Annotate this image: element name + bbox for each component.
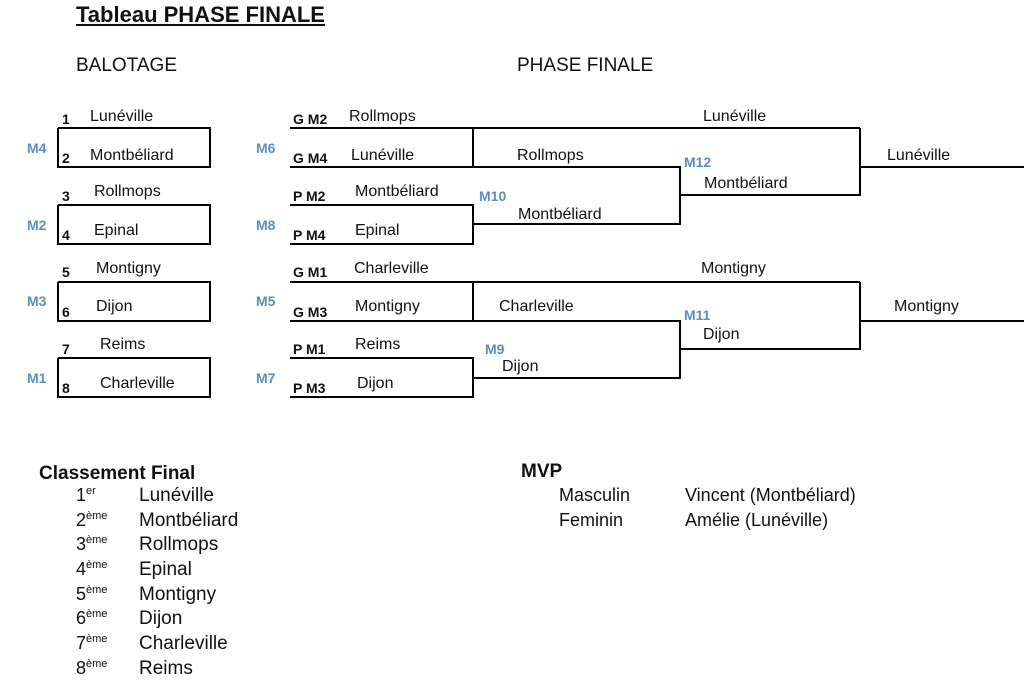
seed: 1: [62, 111, 70, 127]
team-name: Dijon: [703, 326, 740, 343]
bracket-m12: [680, 128, 861, 196]
team-name: Lunéville: [90, 108, 154, 125]
team-name: Rollmops: [349, 108, 416, 125]
list-item: 8ème Reims: [76, 658, 276, 683]
seed: 7: [62, 341, 70, 357]
bracket-m4: [57, 127, 211, 168]
team-name: Dijon: [96, 298, 133, 315]
team-name: Reims: [100, 336, 146, 353]
bracket-m3: [57, 281, 211, 322]
mvp-title: MVP: [521, 461, 563, 482]
team-name: Epinal: [94, 222, 139, 239]
bracket-m6: [290, 127, 474, 168]
seed: 2: [62, 150, 70, 166]
team-name: Lunéville: [887, 147, 951, 164]
match-label-m1: M1: [27, 370, 47, 386]
classement-title: Classement Final: [39, 463, 196, 484]
mvp-category: Feminin: [559, 510, 624, 530]
rank-team: Montigny: [139, 583, 217, 605]
team-name: Montigny: [355, 298, 420, 315]
seed: 6: [62, 304, 70, 320]
seed: 5: [62, 264, 70, 280]
match-label-m2: M2: [27, 217, 47, 233]
slot-label: P M4: [293, 227, 326, 243]
slot-label: P M2: [293, 188, 326, 204]
rank-number: 3ème: [76, 534, 108, 555]
rank-team: Lunéville: [139, 485, 214, 506]
phase-finale-header: PHASE FINALE: [517, 55, 654, 76]
team-name: Dijon: [502, 358, 539, 375]
match-label-m9: M9: [485, 341, 505, 357]
bracket-m11: [680, 282, 861, 350]
bracket-m1: [57, 357, 211, 398]
team-name: Epinal: [355, 222, 400, 239]
list-item: 4ème Epinal: [76, 559, 276, 584]
list-item: 7ème Charleville: [76, 633, 276, 658]
rank-team: Montbéliard: [139, 509, 239, 531]
team-name: Montigny: [701, 260, 766, 277]
rank-team: Dijon: [139, 608, 183, 630]
classement-list: 1er Lunéville 2ème Montbéliard 3ème Roll…: [76, 485, 276, 683]
list-item: 2ème Montbéliard: [76, 510, 276, 535]
team-name: Charleville: [100, 375, 175, 392]
team-name: Dijon: [357, 375, 394, 392]
seed: 8: [62, 380, 70, 396]
team-name: Montbéliard: [355, 183, 439, 200]
list-item: 5ème Montigny: [76, 584, 276, 609]
match-label-m5: M5: [256, 293, 276, 309]
seed: 3: [62, 188, 70, 204]
slot-label: G M3: [293, 304, 328, 320]
match-label-m4: M4: [27, 140, 47, 156]
slot-label: G M1: [293, 264, 328, 280]
rank-number: 1er: [76, 485, 96, 505]
rank-team: Epinal: [139, 559, 192, 581]
rank-team: Rollmops: [139, 534, 219, 556]
team-name: Montbéliard: [704, 175, 788, 192]
team-name: Montbéliard: [518, 206, 602, 223]
mvp-category: Masculin: [559, 485, 631, 505]
team-name: Montbéliard: [90, 147, 174, 164]
team-name: Montigny: [96, 260, 161, 277]
match-label-m12: M12: [684, 154, 712, 170]
rank-team: Charleville: [139, 633, 228, 655]
team-name: Rollmops: [517, 147, 584, 164]
rank-number: 4ème: [76, 559, 108, 580]
bracket-m5: [290, 281, 474, 322]
slot-label: G M4: [293, 150, 328, 166]
seed: 4: [62, 227, 70, 243]
rank-number: 5ème: [76, 583, 108, 604]
team-name: Lunéville: [703, 108, 767, 125]
rank-team: Reims: [139, 657, 193, 679]
list-item: 1er Lunéville: [76, 485, 276, 510]
balotage-header: BALOTAGE: [76, 55, 178, 76]
team-name: Montigny: [894, 298, 959, 315]
match-label-m6: M6: [256, 140, 276, 156]
rank-number: 2ème: [76, 509, 108, 530]
team-name: Rollmops: [94, 183, 161, 200]
rank-number: 6ème: [76, 608, 108, 629]
rank-number: 7ème: [76, 633, 108, 654]
mvp-player: Vincent (Montbéliard): [685, 485, 856, 505]
match-label-m8: M8: [256, 217, 276, 233]
slot-label: P M3: [293, 380, 326, 396]
team-name: Reims: [355, 336, 401, 353]
list-item: 3ème Rollmops: [76, 534, 276, 559]
list-item: 6ème Dijon: [76, 608, 276, 633]
match-label-m10: M10: [479, 188, 507, 204]
slot-label: G M2: [293, 111, 328, 127]
team-name: Charleville: [499, 298, 574, 315]
slot-label: P M1: [293, 341, 326, 357]
team-name: Charleville: [354, 260, 429, 277]
match-label-m7: M7: [256, 370, 276, 386]
bracket-m2: [57, 204, 211, 245]
rank-number: 8ème: [76, 657, 108, 678]
match-label-m11: M11: [684, 307, 711, 323]
team-name: Lunéville: [351, 147, 415, 164]
page-title: Tableau PHASE FINALE: [76, 2, 325, 27]
mvp-player: Amélie (Lunéville): [685, 510, 829, 530]
match-label-m3: M3: [27, 293, 47, 309]
